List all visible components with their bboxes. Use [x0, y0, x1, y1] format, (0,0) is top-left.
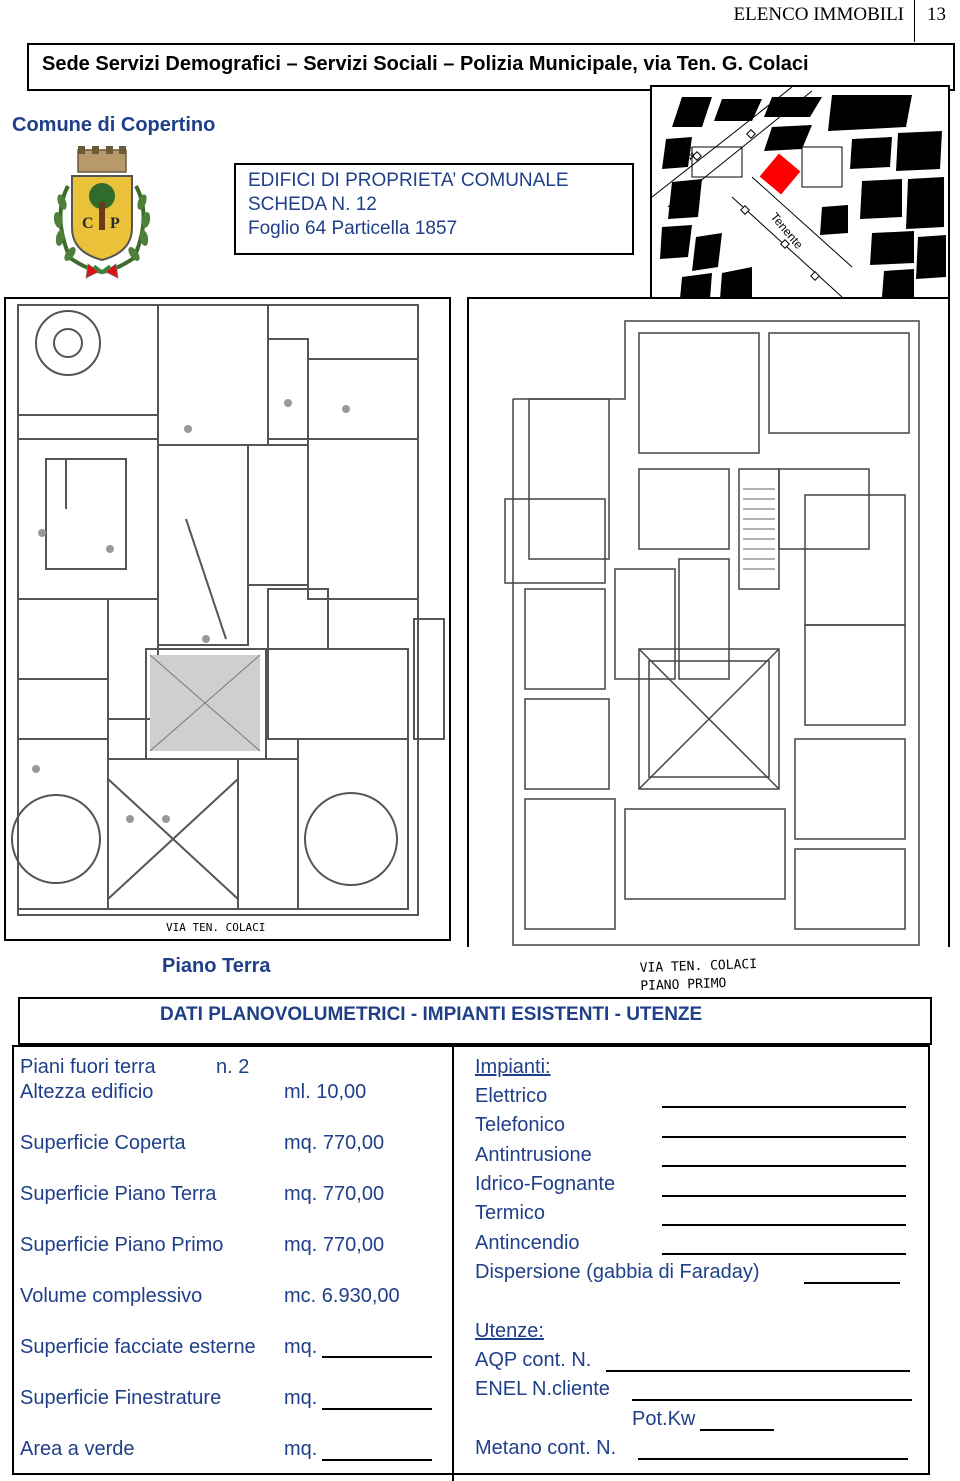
utenza-potenza-blank [700, 1429, 774, 1431]
piano-primo-value: mq. 770,00 [284, 1234, 385, 1256]
impianto-elettrico-blank [662, 1106, 906, 1108]
scheda-line-ownership: EDIFICI DI PROPRIETA’ COMUNALE [248, 170, 569, 191]
first-floor-drawing [504, 320, 920, 946]
ground-floor-caption: Piano Terra [162, 955, 271, 977]
utenza-aqp-blank [606, 1370, 910, 1372]
finestrature-label: Superficie Finestrature [20, 1387, 222, 1409]
ground-plan-street-stamp: VIA TEN. COLACI [166, 921, 265, 934]
scheda-number: SCHEDA N. 12 [248, 194, 377, 215]
svg-text:C: C [82, 215, 94, 232]
impianto-antincendio-blank [662, 1253, 906, 1255]
impianto-idrico-fognante: Idrico-Fognante [475, 1173, 616, 1195]
impianto-dispersione-blank [804, 1282, 900, 1284]
piano-primo-label: Superficie Piano Primo [20, 1234, 224, 1256]
utenza-potenza: Pot.Kw [632, 1408, 696, 1430]
altezza-value: ml. 10,00 [284, 1081, 367, 1103]
utenza-enel: ENEL N.cliente [475, 1378, 610, 1400]
impianto-elettrico: Elettrico [475, 1085, 548, 1107]
first-floor-stamp-floor: PIANO PRIMO [640, 976, 727, 995]
piani-value: n. 2 [216, 1056, 250, 1078]
utenza-metano: Metano cont. N. [475, 1437, 617, 1459]
first-floor-plan [467, 297, 950, 947]
coperta-label: Superficie Coperta [20, 1132, 186, 1154]
utenza-enel-blank [632, 1399, 912, 1401]
coperta-value: mq. 770,00 [284, 1132, 385, 1154]
section-title-box [18, 997, 932, 1045]
section-title: DATI PLANOVOLUMETRICI - IMPIANTI ESISTEN… [160, 1004, 703, 1025]
cadastral-map-drawing: Via Tenente [652, 87, 948, 298]
piani-label: Piani fuori terra [20, 1056, 156, 1078]
highlighted-parcel [759, 153, 801, 195]
coat-of-arms-emblem: C P [53, 146, 151, 279]
finestrature-blank [322, 1408, 432, 1410]
verde-value: mq. [284, 1438, 318, 1460]
volume-label: Volume complessivo [20, 1285, 203, 1307]
impianto-termico: Termico [475, 1202, 546, 1224]
comune-name: Comune di Copertino [12, 114, 216, 136]
finestrature-value: mq. [284, 1387, 318, 1409]
scheda-box [234, 163, 634, 255]
impianto-dispersione: Dispersione (gabbia di Faraday) [475, 1261, 760, 1283]
utenza-aqp: AQP cont. N. [475, 1349, 592, 1371]
first-floor-stamp: VIA TEN. COLACI PIANO PRIMO [639, 956, 758, 996]
altezza-label: Altezza edificio [20, 1081, 154, 1103]
data-panel [12, 1045, 930, 1475]
verde-label: Area a verde [20, 1438, 135, 1460]
ground-floor-plan: VIA TEN. COLACI [4, 297, 451, 941]
impianti-heading: Impianti: [475, 1056, 551, 1078]
data-panel-divider [452, 1045, 454, 1481]
utenza-metano-blank [638, 1458, 908, 1460]
header-section-label: ELENCO IMMOBILI [733, 4, 904, 25]
ground-floor-drawing: VIA TEN. COLACI [11, 304, 445, 934]
impianto-telefonico-blank [662, 1136, 906, 1138]
impianto-antintrusione-blank [662, 1165, 906, 1167]
facciate-blank [322, 1356, 432, 1358]
document-title: Sede Servizi Demografici – Servizi Socia… [42, 53, 809, 75]
cadastral-reference: Foglio 64 Particella 1857 [248, 218, 458, 239]
verde-blank [322, 1459, 432, 1461]
facciate-value: mq. [284, 1336, 318, 1358]
volume-value: mc. 6.930,00 [284, 1285, 400, 1307]
title-box [27, 43, 955, 91]
impianto-idrico-fognante-blank [662, 1195, 906, 1197]
impianto-antintrusione: Antintrusione [475, 1144, 592, 1166]
header-divider [914, 0, 915, 42]
piano-terra-value: mq. 770,00 [284, 1183, 385, 1205]
svg-text:P: P [110, 215, 120, 232]
impianto-termico-blank [662, 1224, 906, 1226]
page-number: 13 [927, 4, 946, 25]
facciate-label: Superficie facciate esterne [20, 1336, 256, 1358]
impianto-telefonico: Telefonico [475, 1114, 566, 1136]
piano-terra-label: Superficie Piano Terra [20, 1183, 217, 1205]
cadastral-map: Via Tenente [650, 85, 950, 300]
utenze-heading: Utenze: [475, 1320, 544, 1342]
impianto-antincendio: Antincendio [475, 1232, 580, 1254]
